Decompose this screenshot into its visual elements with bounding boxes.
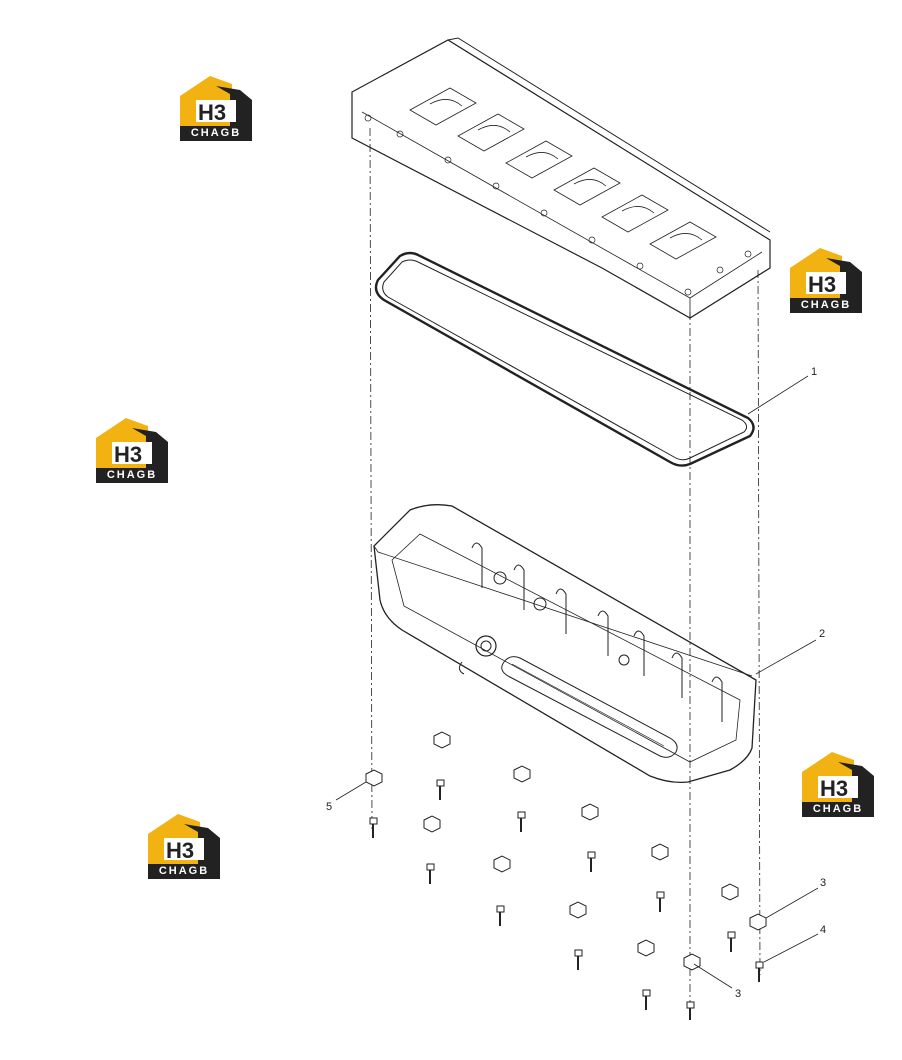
callout-3: 3 [735, 988, 741, 1000]
callout-3: 3 [820, 877, 826, 889]
callout-2: 2 [819, 628, 825, 640]
callout-1: 1 [811, 366, 817, 378]
logo-mark-icon: H3 [802, 752, 874, 802]
logo-mark-text: H3 [198, 100, 226, 125]
logo-word: CHAGB [96, 468, 168, 483]
logo-mark-text: H3 [114, 442, 142, 467]
logo-mark-icon: H3 [790, 248, 862, 298]
spacer-clips [365, 731, 767, 971]
callout-5: 5 [326, 801, 332, 813]
logo-mark-text: H3 [166, 838, 194, 863]
watermark-logo: H3 CHAGB [96, 416, 170, 486]
logo-word: CHAGB [790, 298, 862, 313]
watermark-logo: H3 CHAGB [802, 750, 876, 820]
logo-mark-icon: H3 [180, 76, 252, 126]
bolts [369, 779, 764, 1020]
oil-pan [373, 504, 757, 784]
logo-mark-icon: H3 [148, 814, 220, 864]
logo-word: CHAGB [180, 126, 252, 141]
alignment-lines [369, 127, 761, 1010]
logo-word: CHAGB [148, 864, 220, 879]
watermark-logo: H3 CHAGB [148, 812, 222, 882]
callout-leaders [335, 375, 819, 989]
callout-4: 4 [820, 924, 826, 936]
logo-mark-text: H3 [820, 776, 848, 801]
logo-mark-text: H3 [808, 272, 836, 297]
callout-numbers: 1 2 3 3 4 5 [326, 366, 826, 1000]
watermark-logo: H3 CHAGB [180, 74, 254, 144]
watermark-logo: H3 CHAGB [790, 246, 864, 316]
logo-mark-icon: H3 [96, 418, 168, 468]
cylinder-block [351, 37, 771, 319]
logo-word: CHAGB [802, 802, 874, 817]
oil-pan-gasket [374, 251, 755, 467]
